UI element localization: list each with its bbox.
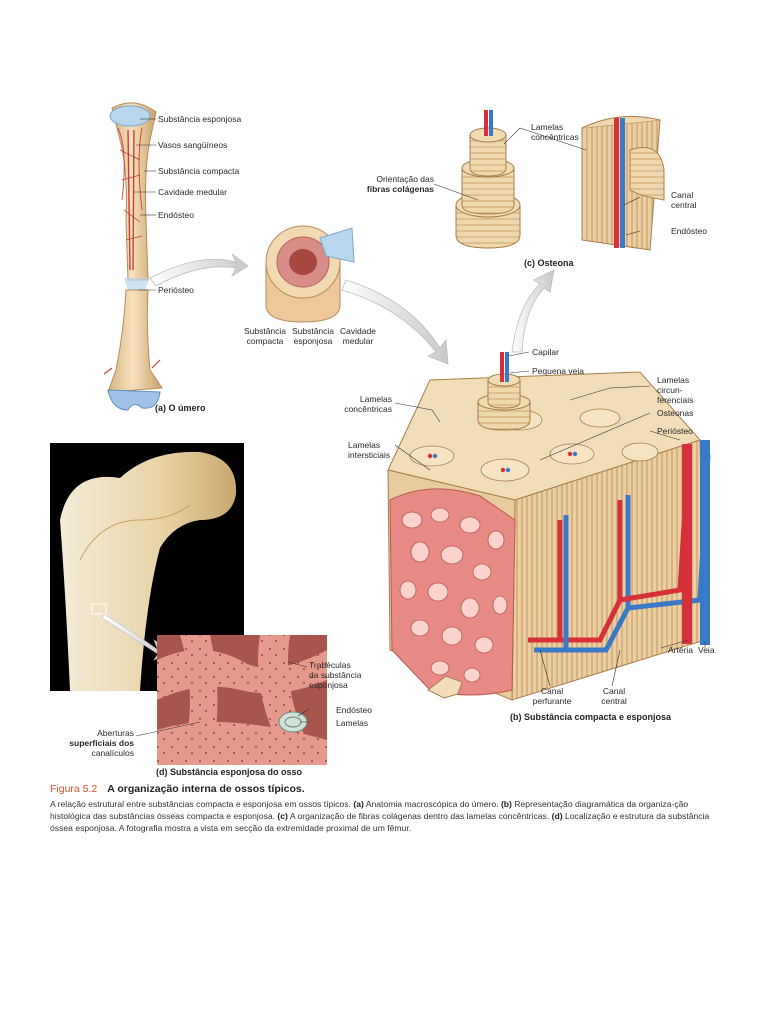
osteon-telescope [455, 110, 521, 249]
spongy-closeup [157, 635, 327, 765]
bone-cross-section [265, 225, 355, 323]
label-vein: Veia [698, 645, 715, 655]
figure-number: Figura 5.2 [50, 783, 98, 795]
label-medullary-cavity: Cavidade medular [158, 187, 227, 197]
label-osteons: Osteonas [657, 408, 694, 418]
label-endosteum-a: Endósteo [158, 210, 194, 220]
panel-d-title: (d) Substância esponjosa do osso [156, 767, 303, 777]
compact-spongy-block [387, 352, 711, 701]
panel-b-title: (b) Substância compacta e esponjosa [510, 712, 672, 722]
figure-caption: Figura 5.2 A organização interna de ossos… [50, 783, 722, 834]
caption-heading: Figura 5.2 A organização interna de ossos… [50, 783, 722, 795]
humerus-illustration [103, 102, 163, 411]
label-lamellae-d: Lamelas [336, 718, 369, 728]
arrow-to-block [341, 279, 449, 365]
femur-photo [50, 443, 244, 691]
arrow-to-osteon [511, 269, 555, 353]
caption-body: A relação estrutural entre substâncias c… [50, 799, 710, 833]
label-periosteum-a: Periósteo [158, 285, 194, 295]
osteon-cutaway [581, 115, 665, 251]
label-endosteum-c: Endósteo [671, 226, 707, 236]
label-artery: Artéria [668, 645, 694, 655]
label-capillary: Capilar [532, 347, 559, 357]
arrow-to-section [149, 253, 249, 287]
label-spongy-bone: Substância esponjosa [158, 114, 242, 124]
label-small-vein: Pequena veia [532, 366, 584, 376]
label-compact-bone: Substância compacta [158, 166, 240, 176]
panel-c-title: (c) Osteona [524, 258, 574, 268]
leader-lines [134, 118, 706, 737]
figure-title: A organização interna de ossos típicos. [107, 783, 305, 795]
label-blood-vessels: Vasos sangüíneos [158, 140, 228, 150]
label-endosteum-d: Endósteo [336, 705, 372, 715]
panel-a-title: (a) O úmero [155, 403, 206, 413]
label-periosteum-b: Periósteo [657, 426, 693, 436]
